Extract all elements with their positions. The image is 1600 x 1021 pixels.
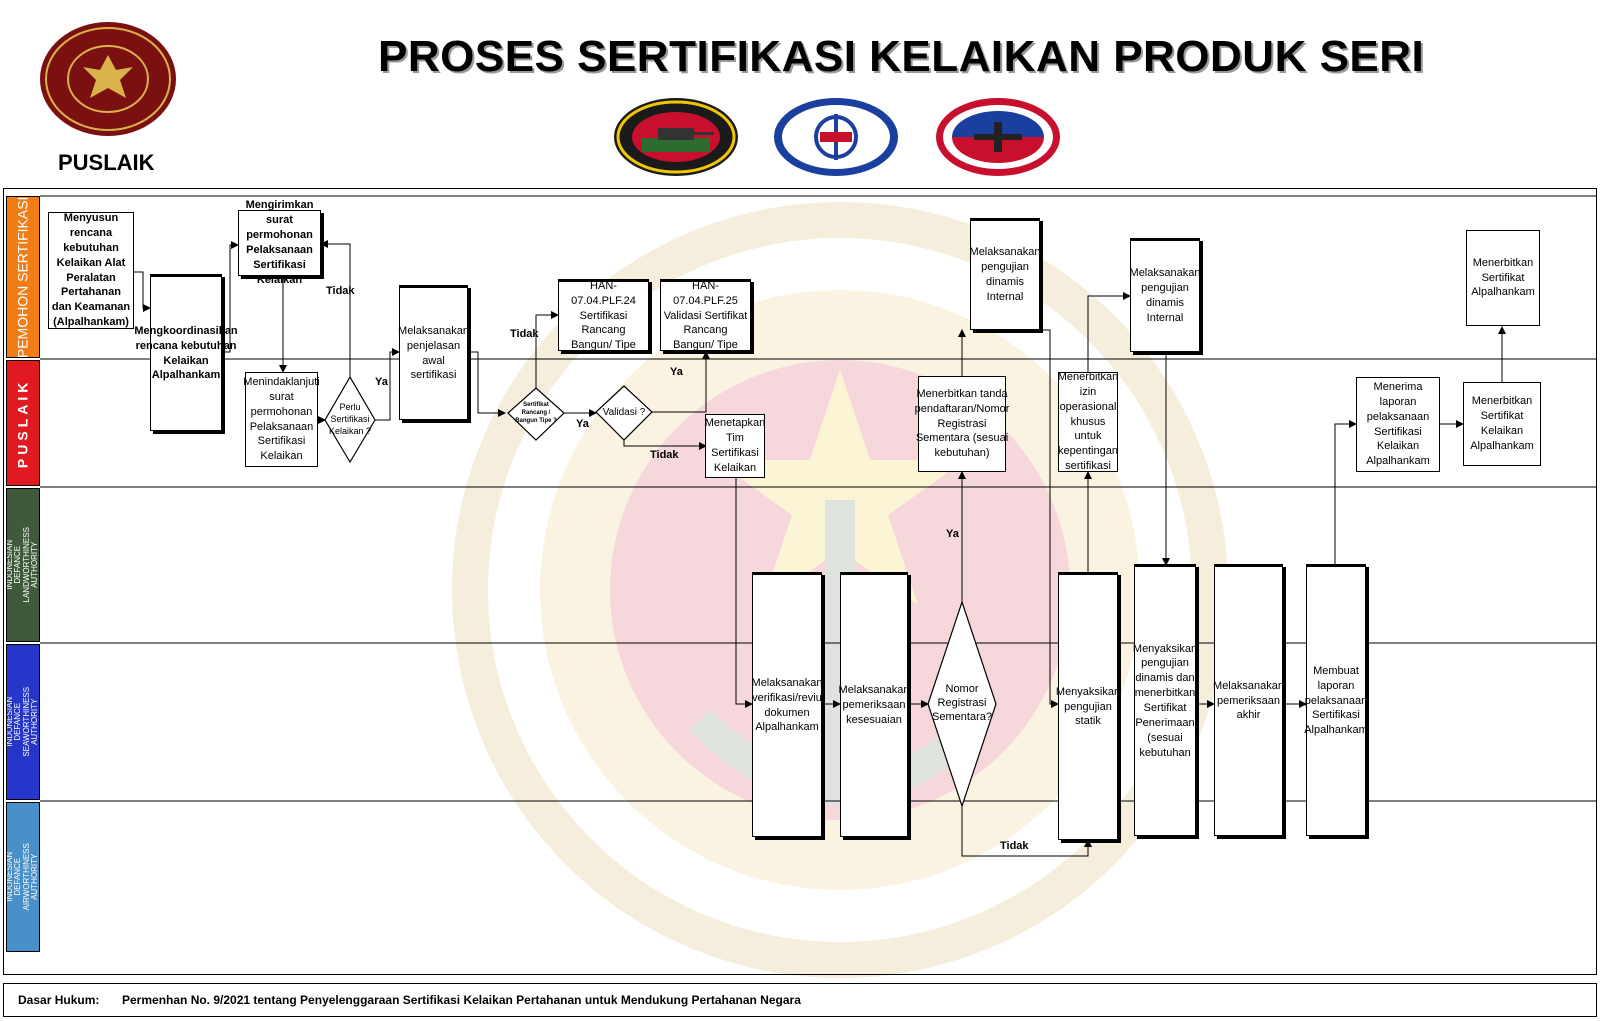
decision-sertifikat-rancang-bangun: Sertifikat Rancang / Bangun Tipe ?: [515, 402, 557, 424]
node-mengkoordinasikan-rencana: Mengkoordinasikan rencana kebutuhan Kela…: [134, 274, 238, 431]
node-tanda-pendaftaran: Menerbitkan tanda pendaftaran/Nomor Regi…: [915, 376, 1009, 472]
node-menyaksikan-pengujian-statik: Menyaksikan pengujian statik: [1056, 572, 1120, 840]
decision-validasi: Validasi ?: [602, 406, 646, 418]
decision-nomor-registrasi: Nomor Registrasi Sementara?: [932, 682, 992, 724]
node-mengirimkan-surat: Mengirimkan surat permohonan Pelaksanaan…: [238, 199, 321, 286]
node-pemeriksaan-akhir: Melaksanakan pemeriksaan akhir: [1213, 564, 1284, 836]
edge-label-d3-tidak: Tidak: [650, 449, 679, 461]
idsa-emblem-icon: [774, 98, 898, 176]
node-izin-operasional: Menerbitkan izin operasional khusus untu…: [1057, 371, 1119, 473]
node-pemeriksaan-kesesuaian: Melaksanakan pemeriksaan kesesuaian: [839, 572, 909, 837]
node-menyusun-rencana: Menyusun rencana kebutuhan Kelaikan Alat…: [48, 212, 134, 329]
lane-label-seaworthiness: INDONESIAN DEFANCE SEAWORTHINESS AUTHORI…: [6, 644, 40, 800]
footer-legal-basis-label: Dasar Hukum:: [18, 993, 100, 1007]
swimlane-frame: [3, 188, 1597, 975]
node-menindaklanjuti-surat: Menindaklanjuti surat permohonan Pelaksa…: [243, 372, 320, 467]
idaa-emblem-icon: [936, 98, 1060, 176]
node-pengujian-dinamis-internal-2: Melaksanakan pengujian dinamis Internal: [1130, 238, 1200, 352]
page-title: PROSES SERTIFIKASI KELAIKAN PRODUK SERI: [378, 32, 1425, 81]
node-penjelasan-awal: Melaksanakan penjelasan awal sertifikasi: [398, 285, 469, 420]
footer-legal-basis-value: Permenhan No. 9/2021 tentang Penyelengga…: [122, 993, 801, 1007]
node-sertifikat-penerimaan: Menyaksikan pengujian dinamis dan menerb…: [1133, 564, 1197, 836]
edge-label-d4-tidak: Tidak: [1000, 840, 1029, 852]
lane-label-puslaik: PUSLAIK: [6, 360, 40, 486]
footer-frame: [3, 983, 1597, 1017]
organization-caption: PUSLAIK: [58, 150, 155, 175]
lane-label-airworthiness: INDONESIAN DEFANCE AIRWORTHINESS AUTHORI…: [6, 802, 40, 952]
decision-perlu-sertifikasi: Perlu Sertifikasi Kelaikan ?: [328, 402, 372, 436]
ministry-seal-icon: [40, 22, 176, 136]
lane-label-pemohon: PEMOHON SERTIFIKASI: [6, 196, 40, 358]
node-verifikasi-dokumen: Melaksanakan verifikasi/reviu dokumen Al…: [752, 572, 822, 837]
edge-label-d1-tidak: Tidak: [326, 285, 355, 297]
node-laporan-pelaksanaan: Membuat laporan pelaksanaan Sertifikasi …: [1304, 564, 1368, 836]
node-menerima-laporan: Menerima laporan pelaksanaan Sertifikasi…: [1356, 377, 1440, 472]
lane-label-landworthiness: INDONESIAN DEFANCE LANDWORTHINESS AUTHOR…: [6, 488, 40, 642]
node-pengujian-dinamis-internal-1: Melaksanakan pengujian dinamis Internal: [970, 218, 1040, 330]
edge-label-d2-ya: Ya: [576, 418, 589, 430]
node-menerbitkan-sertifikat-kelaikan: Menerbitkan Sertifikat Kelaikan Alpalhan…: [1463, 382, 1541, 466]
edge-label-d1-ya: Ya: [375, 376, 388, 388]
edge-label-d2-tidak: Tidak: [510, 328, 539, 340]
edge-label-d3-ya: Ya: [670, 366, 683, 378]
node-menerbitkan-sertifikat: Menerbitkan Sertifikat Alpalhankam: [1466, 230, 1540, 326]
idla-emblem-icon: [614, 98, 738, 176]
node-menetapkan-tim: Menetapkan Tim Sertifikasi Kelaikan: [705, 414, 765, 478]
node-han-07-04-plf-24: HAN-07.04.PLF.24 Sertifikasi Rancang Ban…: [558, 279, 649, 351]
node-han-07-04-plf-25: HAN-07.04.PLF.25 Validasi Sertifikat Ran…: [660, 279, 751, 351]
edge-label-d4-ya: Ya: [946, 528, 959, 540]
